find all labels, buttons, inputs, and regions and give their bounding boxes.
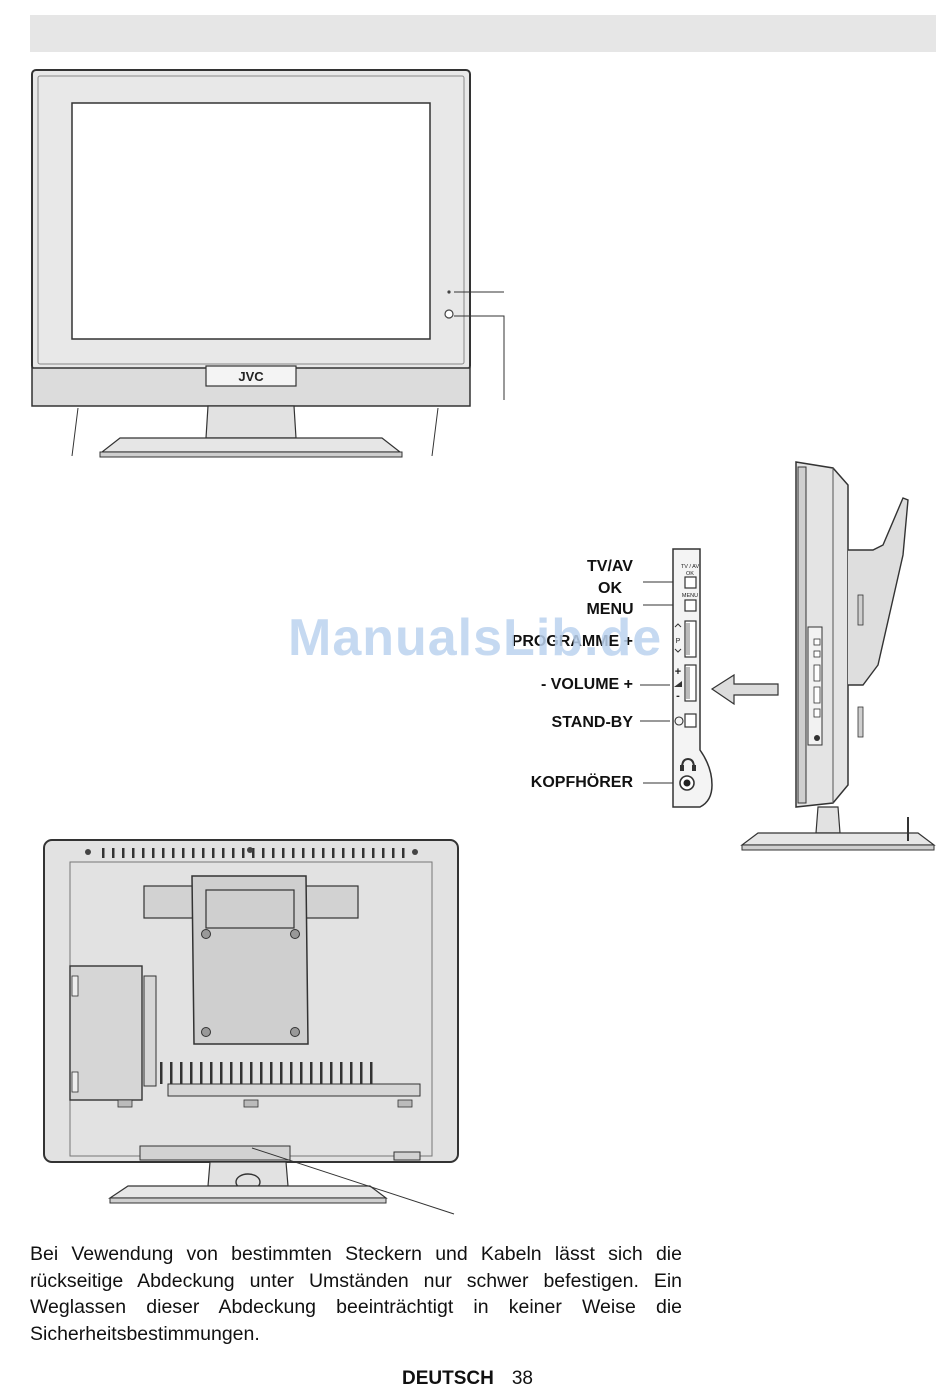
body-line-3: Ein Weglassen dieser Abdeckung beeinträc… xyxy=(30,1269,683,1319)
connector-cover xyxy=(69,965,143,1101)
lower-vents xyxy=(160,1062,373,1084)
chevron-up-icon xyxy=(674,623,682,628)
headphone-icon xyxy=(681,757,695,769)
mark-plus: + xyxy=(675,666,681,678)
volume-icon xyxy=(674,681,682,687)
label-volume: - VOLUME + xyxy=(541,676,633,693)
label-programme: - PROGRAMME + xyxy=(510,633,633,650)
brand-logo: JVC xyxy=(238,369,264,384)
body-line-1: Bei Vewendung von bestimmten Steckern un… xyxy=(30,1243,682,1265)
mount-bracket xyxy=(191,875,309,1045)
mark-minus: - xyxy=(676,690,680,702)
label-ok: OK xyxy=(598,580,622,597)
volume-rocker[interactable] xyxy=(684,664,697,702)
direction-arrow xyxy=(710,673,779,706)
programme-rocker[interactable] xyxy=(684,620,697,658)
label-standby: STAND-BY xyxy=(552,714,634,731)
body-line-2: rückseitige Abdeckung unter Umständen nu… xyxy=(30,1269,639,1292)
footer-language: DEUTSCH xyxy=(402,1368,494,1389)
watermark: ManualsLib.de xyxy=(288,609,663,667)
body-line-4: Sicherheitsbestimmungen. xyxy=(30,1322,260,1345)
chevron-down-icon xyxy=(674,648,682,653)
upper-vents xyxy=(102,848,405,858)
header-bar xyxy=(30,15,936,52)
tv-av-ok-button[interactable] xyxy=(684,576,697,589)
power-icon xyxy=(674,716,684,726)
ir-sensor xyxy=(444,309,454,319)
label-headphone: KOPFHÖRER xyxy=(531,772,634,791)
label-tv-av: TV/AV xyxy=(587,558,633,575)
led-indicator xyxy=(447,290,451,294)
standby-button[interactable] xyxy=(684,713,697,728)
page-number: 38 xyxy=(511,1368,533,1389)
mark-menu: MENU xyxy=(682,593,698,599)
side-control-panel: TV/AV OK MENU - PROGRAMME + - VOLUME + S… xyxy=(510,548,713,808)
page-footer: DEUTSCH 38 xyxy=(402,1368,533,1390)
body-paragraph: Bei Vewendung von bestimmten Steckern un… xyxy=(30,1241,682,1347)
tv-rear-view xyxy=(43,839,459,1215)
mark-tv-av: TV / AV xyxy=(681,564,700,570)
mark-programme: P xyxy=(676,638,681,645)
mark-ok: OK xyxy=(686,571,694,577)
tv-front-view: JVC xyxy=(31,69,505,458)
menu-button[interactable] xyxy=(684,599,697,612)
tv-side-view xyxy=(710,461,936,851)
label-menu: MENU xyxy=(586,601,633,618)
